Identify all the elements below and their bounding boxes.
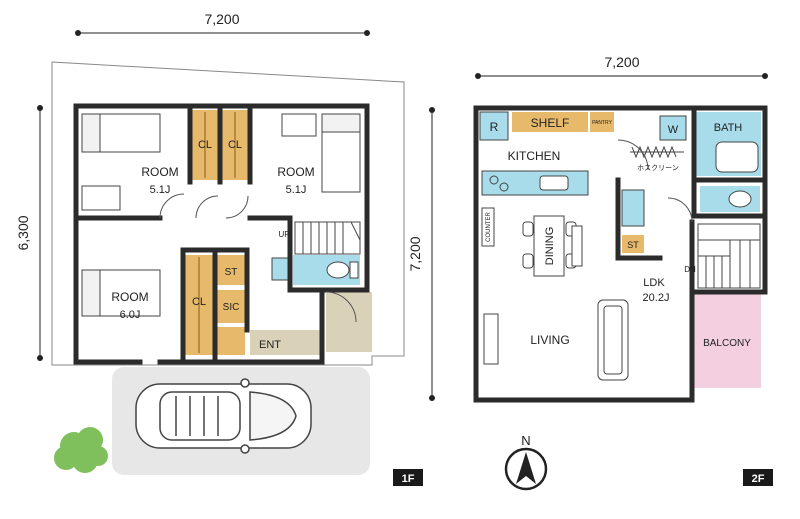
washbasin-2f (621, 189, 645, 227)
floor-1-tag (393, 469, 423, 486)
room-a-size: 5.1J (150, 184, 171, 196)
entrance-area (250, 330, 322, 355)
sic-label: SIC (223, 302, 240, 313)
storage-st (217, 255, 245, 285)
dimension-f2-depth: 7,200 (407, 107, 435, 401)
ent-label: ENT (259, 339, 281, 351)
walls-1f (73, 103, 370, 365)
compass-icon: N (504, 433, 548, 491)
kitchen-label: KITCHEN (508, 149, 561, 163)
dimension-f1-width: 7,200 (75, 11, 370, 36)
floor-2-tag (743, 469, 773, 486)
shelf (512, 112, 588, 132)
st-label-1f: ST (225, 267, 238, 278)
svg-text:7,200: 7,200 (204, 11, 239, 27)
floor-1-tag-label: 1F (402, 473, 415, 485)
tv-stand (483, 313, 499, 365)
room-c-label: ROOM (111, 290, 148, 304)
r-label: R (490, 120, 499, 134)
refrigerator (479, 111, 509, 141)
pantry (590, 112, 614, 132)
counter-label: COUNTER (486, 212, 492, 242)
kitchen-counter (481, 170, 589, 196)
balcony (694, 294, 761, 388)
closet-c-label: CL (192, 296, 206, 308)
floor-1-plan: ROOM 5.1J ROOM 5.1J ROOM 6.0J CL CL CL S… (15, 11, 423, 486)
svg-text:6,300: 6,300 (15, 215, 31, 250)
ldk-size: 20.2J (643, 292, 670, 304)
floor-2-tag-label: 2F (752, 473, 765, 485)
sink-1f (271, 257, 291, 281)
dn-label: DN (684, 265, 696, 274)
st-label-2f: ST (627, 240, 639, 250)
closet-a-label: CL (198, 139, 212, 151)
storage-st-2f (622, 235, 644, 253)
dimension-f2-width: 7,200 (475, 54, 768, 79)
washer (659, 115, 687, 141)
stairs-2f (697, 223, 761, 289)
stairs-1f (294, 221, 361, 255)
svg-text:7,200: 7,200 (604, 54, 639, 70)
living-label: LIVING (530, 333, 569, 347)
bath-label: BATH (714, 122, 743, 134)
pantry-label: PANTRY (592, 120, 612, 126)
dining-label: DINING (544, 227, 556, 266)
closet-b-label: CL (228, 139, 242, 151)
dimension-f1-depth: 6,300 (15, 105, 43, 361)
up-label: UP (278, 230, 289, 239)
walls-2f (473, 105, 768, 403)
room-b-label: ROOM (277, 165, 314, 179)
hosu-label: ホスクリーン (637, 164, 679, 172)
north-label: N (521, 433, 530, 448)
floor-2-plan: R SHELF PANTRY W BATH KITCHEN ホスクリーン COU… (407, 54, 773, 491)
entrance-porch (326, 292, 372, 352)
storage-sic (217, 290, 245, 323)
dining-table (533, 215, 565, 277)
room-b-size: 5.1J (286, 184, 307, 196)
svg-text:7,200: 7,200 (407, 236, 423, 271)
room-a-label: ROOM (141, 165, 178, 179)
w-label: W (668, 124, 679, 136)
toilet-2f (728, 190, 752, 208)
car-icon (135, 378, 312, 454)
shelf-label: SHELF (531, 116, 570, 130)
tree-icon (54, 427, 108, 473)
site-boundary (51, 61, 405, 366)
desk-b (281, 113, 317, 137)
toilet-bowl (326, 261, 350, 279)
counter-desk (481, 207, 495, 247)
room-c-size: 6.0J (120, 309, 141, 321)
ldk-label: LDK (643, 277, 665, 289)
balcony-label: BALCONY (703, 338, 751, 349)
bathtub (715, 141, 759, 173)
desk-a (81, 185, 121, 211)
